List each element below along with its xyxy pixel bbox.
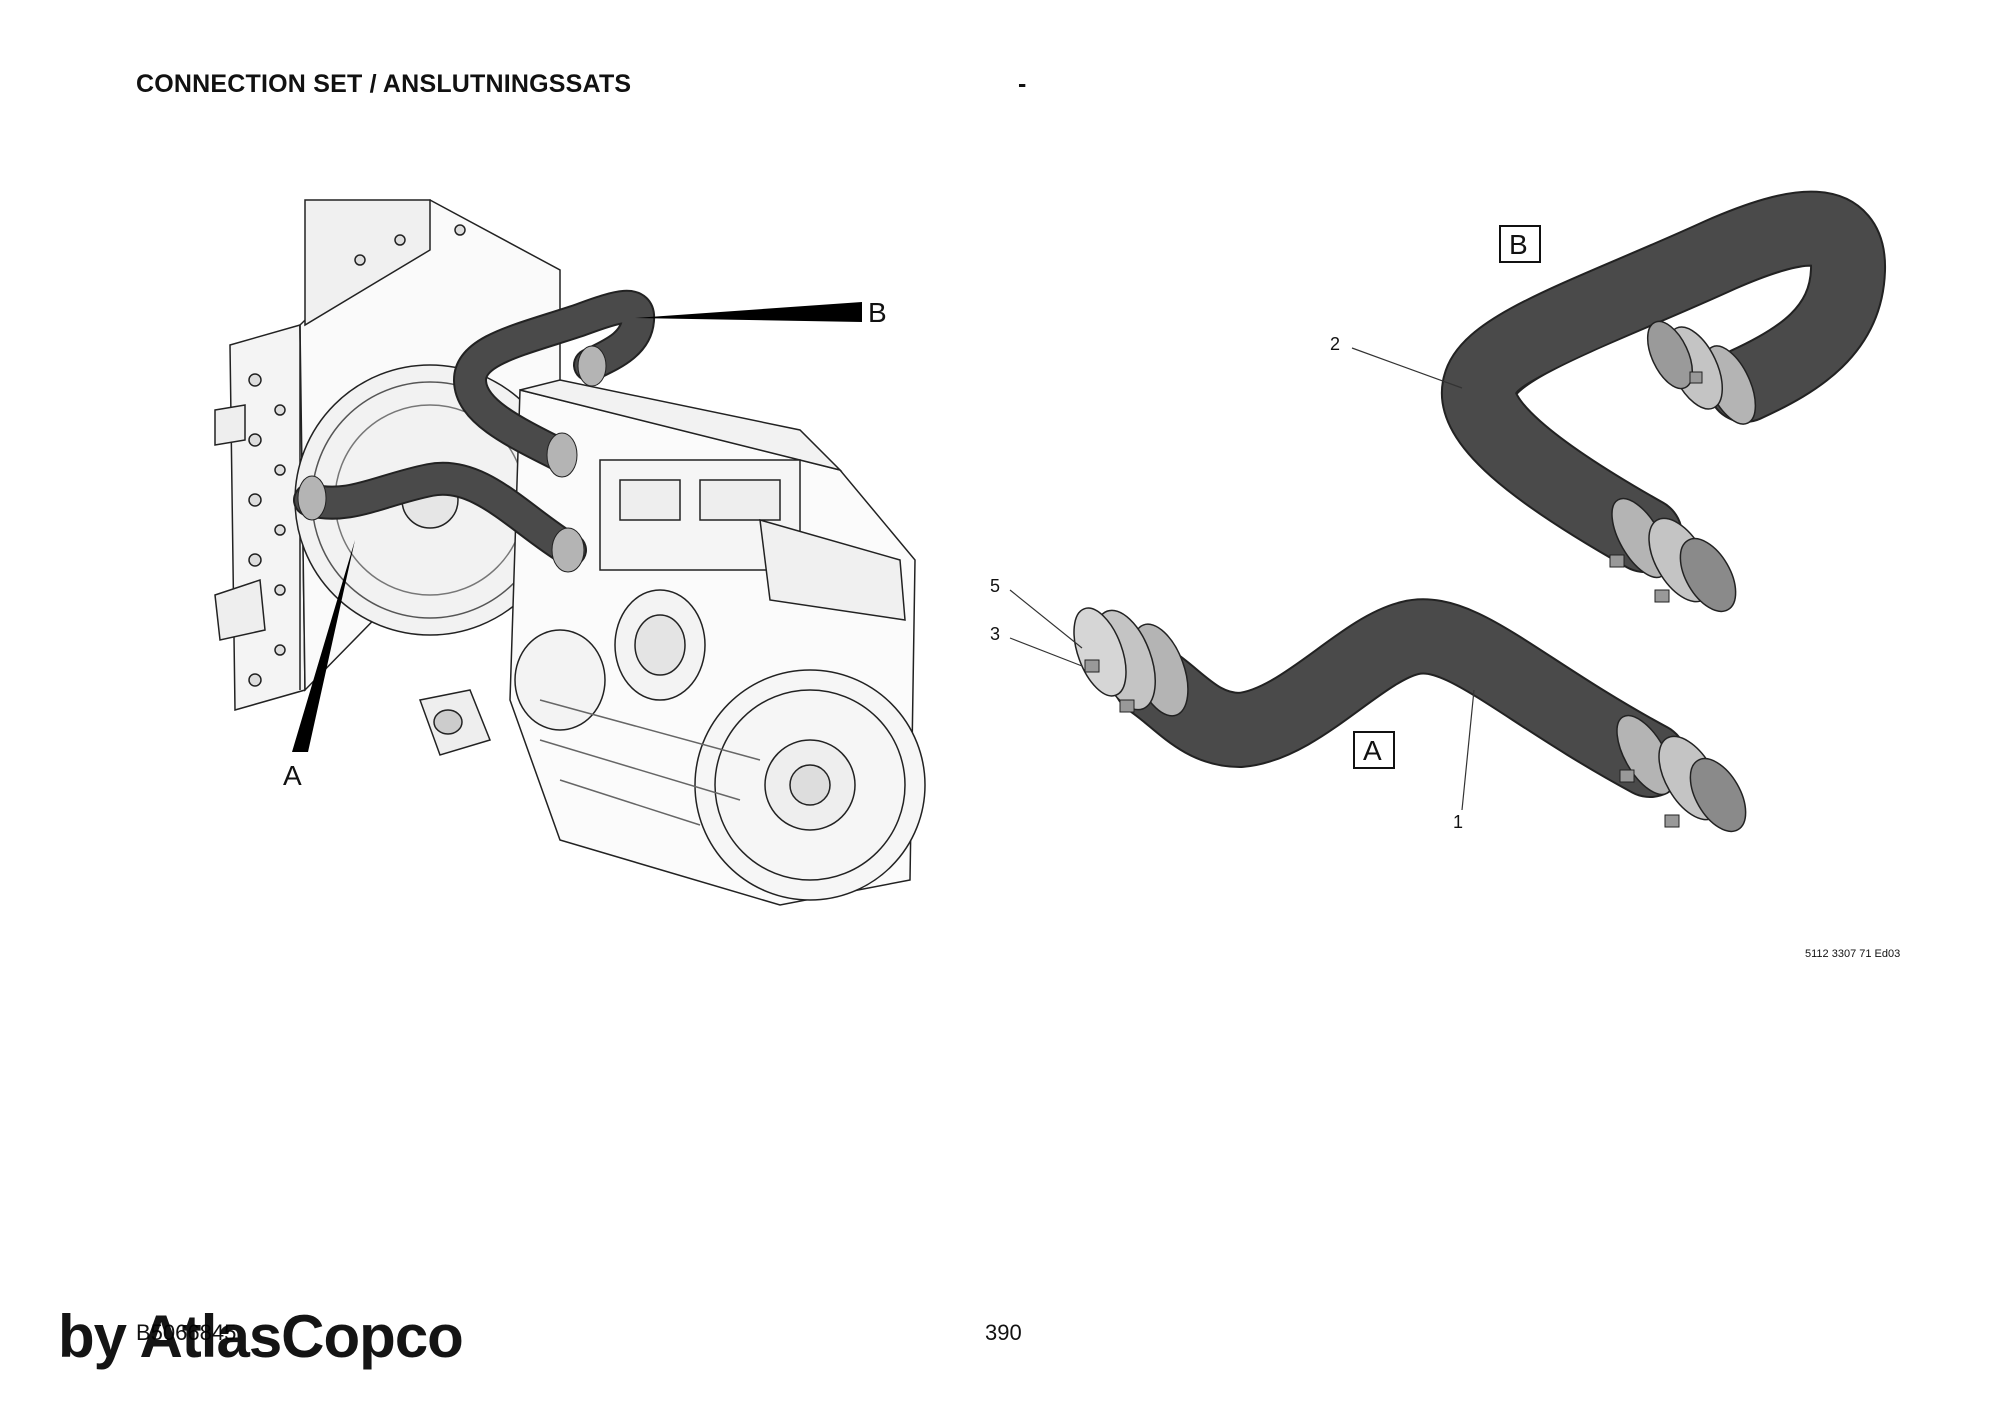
view-label-b-box	[1499, 225, 1541, 263]
detail-hose-a	[1073, 598, 1747, 833]
overview-label-b: B	[868, 297, 887, 328]
page-title: CONNECTION SET / ANSLUTNINGSSATS	[136, 70, 632, 98]
callout-leaders	[1009, 347, 1475, 811]
header-dash: -	[1018, 70, 1027, 98]
view-label-b: B	[1509, 229, 1528, 260]
leader-wedge-b	[635, 302, 862, 322]
callout-5: 5	[990, 576, 1000, 596]
watermark-text: by AtlasCopco	[58, 1303, 464, 1370]
document-number: B5066845	[136, 1320, 237, 1345]
view-label-a-box	[1353, 731, 1395, 769]
detail-hose-b	[1441, 190, 1886, 613]
page-number: 390	[985, 1320, 1022, 1345]
overview-hose-a	[293, 461, 587, 573]
drawing-code: 5112 3307 71 Ed03	[1805, 948, 1901, 960]
callout-3: 3	[990, 624, 1000, 644]
callout-1: 1	[1453, 812, 1463, 832]
view-label-a: A	[1363, 735, 1382, 766]
overview-label-a: A	[283, 760, 302, 791]
overview-hose-b	[452, 289, 656, 478]
leader-wedge-a	[292, 540, 355, 752]
callout-2: 2	[1330, 334, 1340, 354]
